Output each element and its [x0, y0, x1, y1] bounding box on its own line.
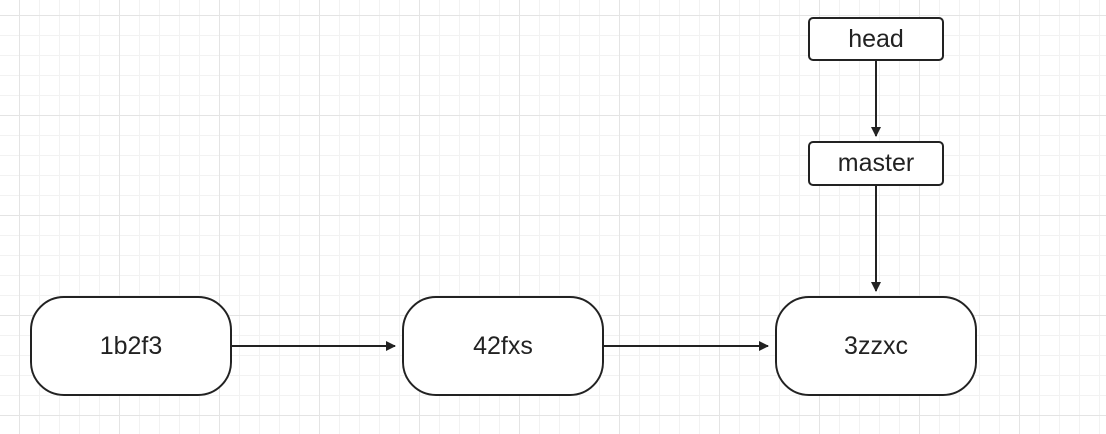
commit-label: 3zzxc: [844, 331, 908, 360]
ref-label: master: [837, 149, 915, 177]
commit-node-42fxs[interactable]: 42fxs: [402, 296, 604, 396]
commit-label: 1b2f3: [99, 331, 163, 360]
ref-node-head[interactable]: head: [808, 17, 944, 61]
commit-node-3zzxc[interactable]: 3zzxc: [775, 296, 977, 396]
ref-label: head: [848, 24, 904, 53]
ref-node-master[interactable]: master: [808, 141, 944, 186]
commit-node-1b2f3[interactable]: 1b2f3: [30, 296, 232, 396]
commit-label: 42fxs: [473, 331, 533, 360]
